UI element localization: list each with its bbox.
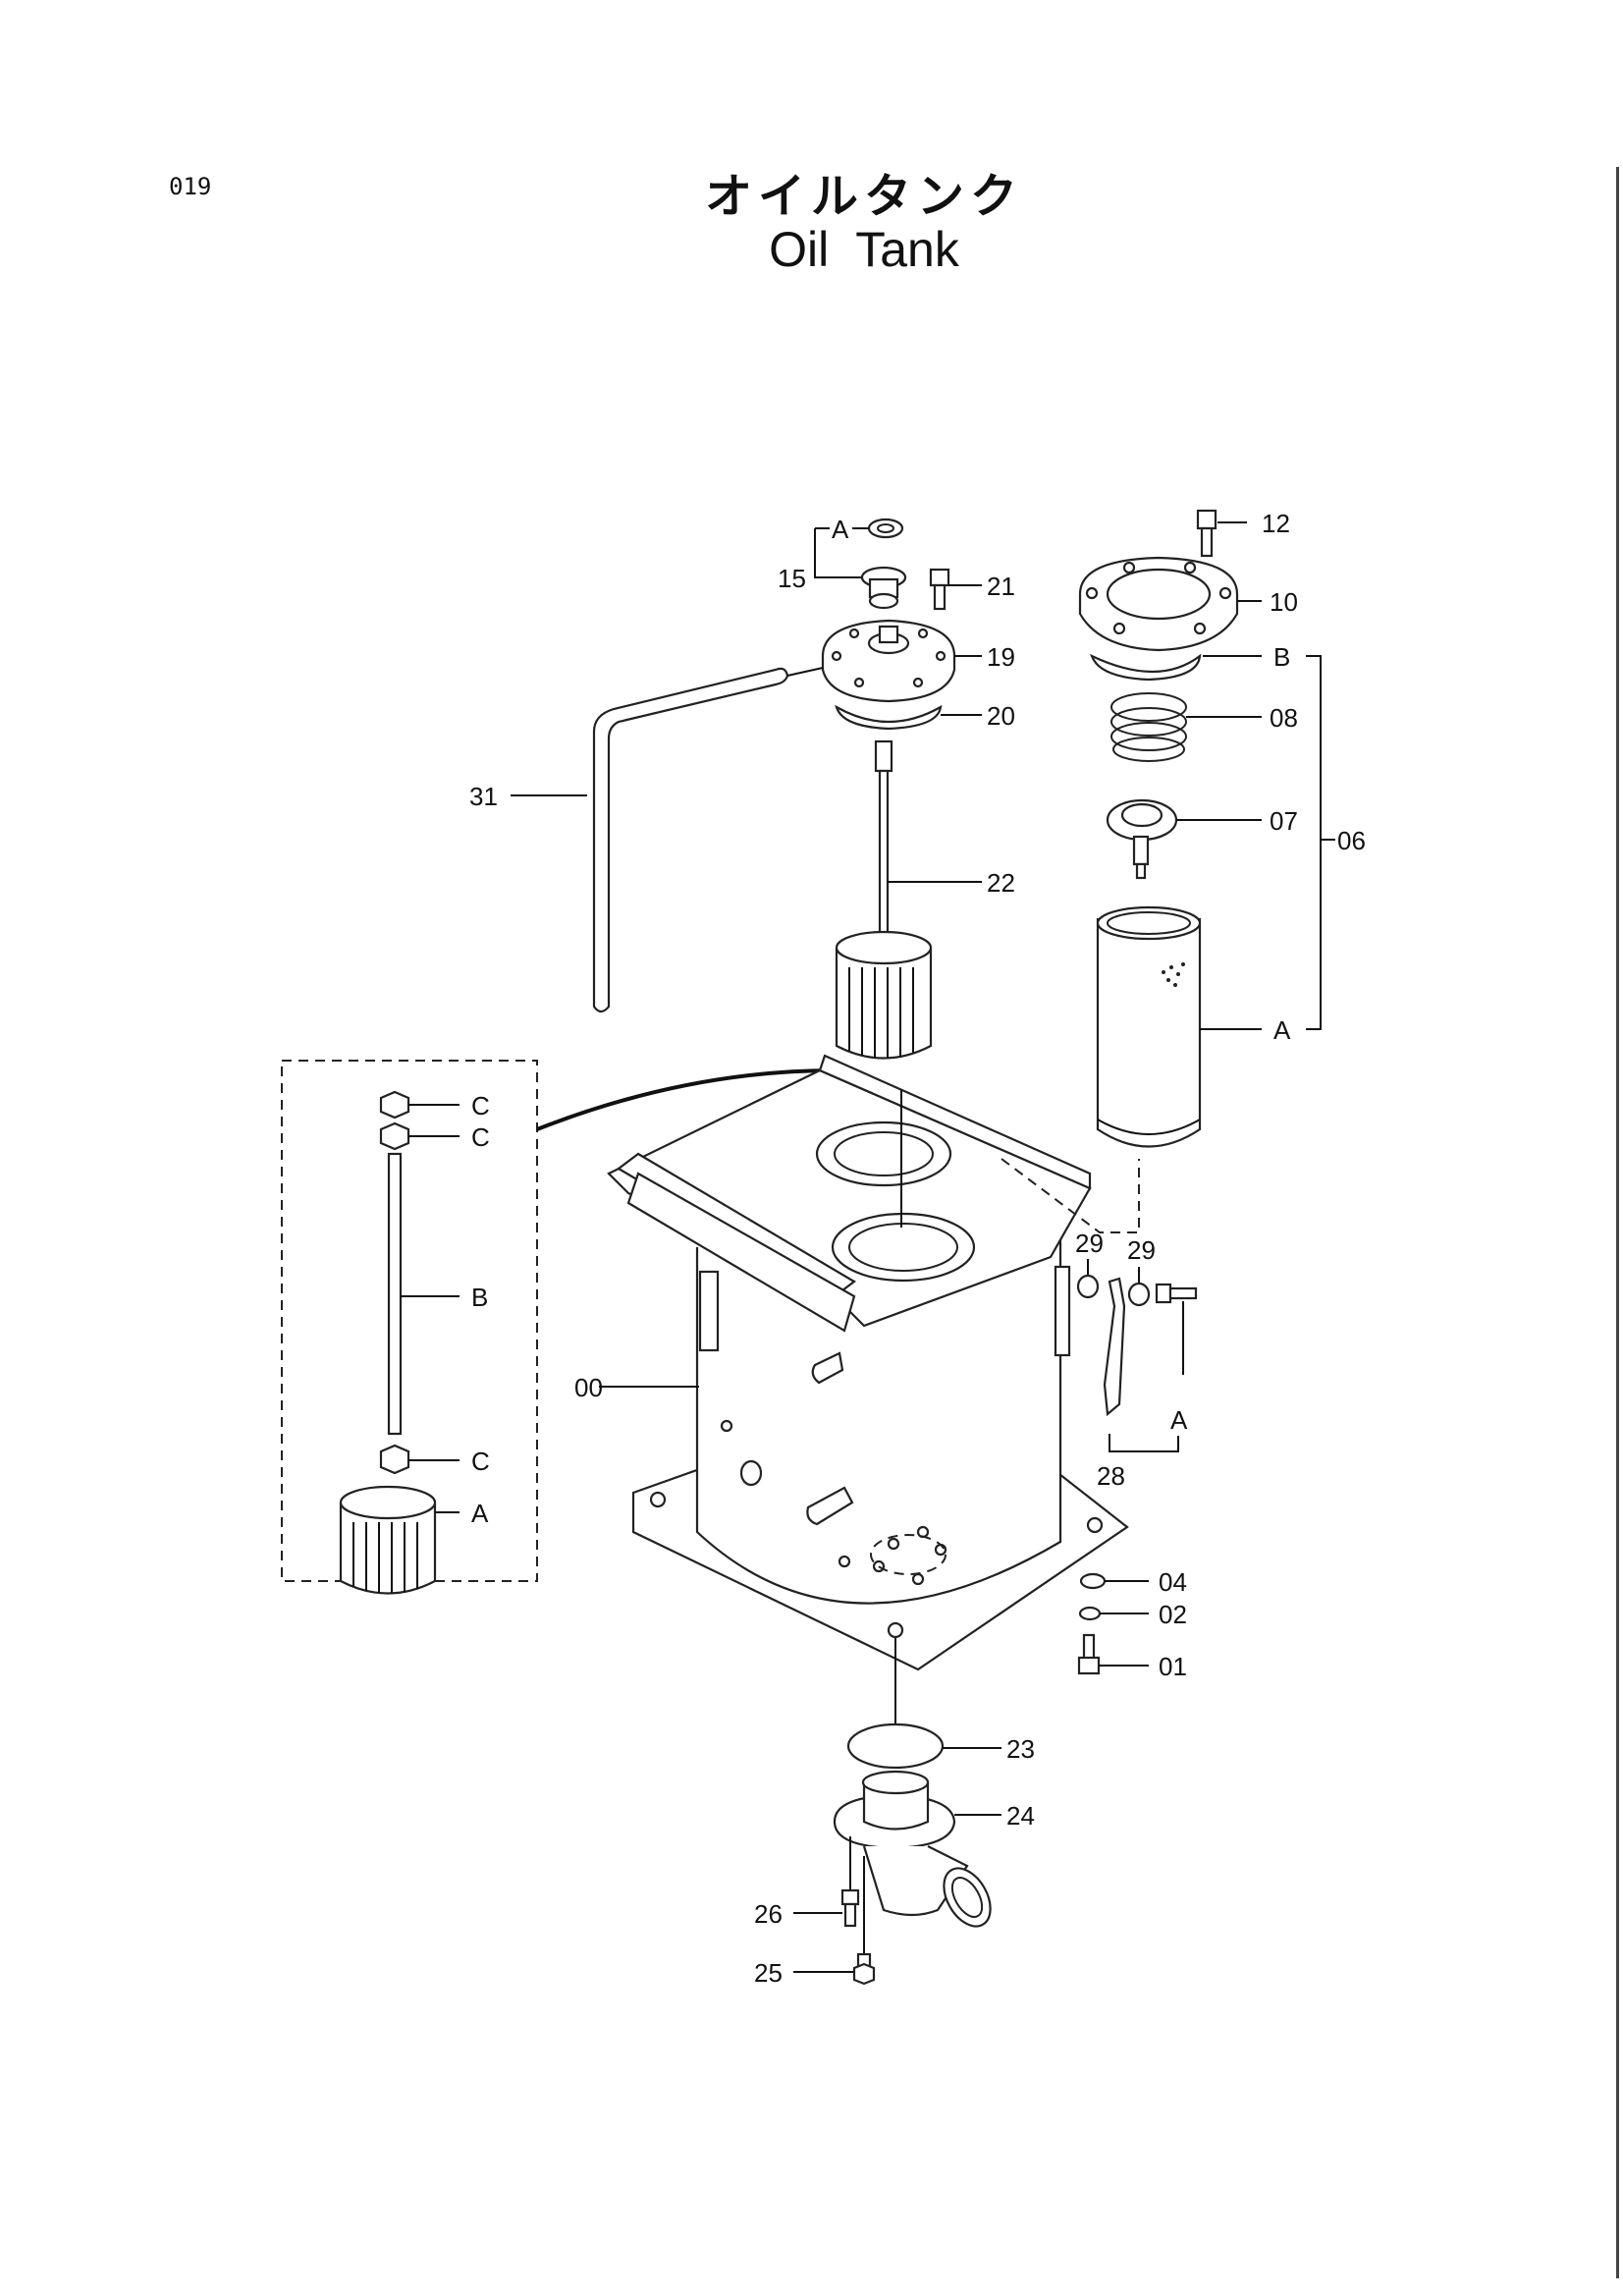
part-12-bolt bbox=[1196, 509, 1247, 558]
callout-25: 25 bbox=[754, 1958, 783, 1988]
callout-21: 21 bbox=[987, 572, 1015, 601]
part-00-oil-tank-body bbox=[599, 1054, 1140, 1671]
part-20-gasket bbox=[835, 704, 982, 731]
callout-23: 23 bbox=[1006, 1734, 1035, 1764]
part-A-oring-top bbox=[814, 518, 904, 578]
page-title-japanese: オイルタンク bbox=[704, 169, 1023, 224]
part-B-gasket-right bbox=[1090, 653, 1262, 682]
part-02-spring-washer bbox=[1078, 1606, 1149, 1621]
part-10-flange-cover bbox=[1078, 556, 1262, 652]
part-01-bolt bbox=[1077, 1633, 1149, 1675]
part-15-breather-cap bbox=[825, 566, 907, 610]
callout-A-bracket: A bbox=[1170, 1405, 1188, 1435]
strainer-element bbox=[835, 930, 933, 1060]
callout-00: 00 bbox=[574, 1373, 603, 1402]
part-21-bolt bbox=[929, 568, 982, 611]
inset-callout-B: B bbox=[471, 1283, 488, 1312]
callout-24: 24 bbox=[1006, 1801, 1035, 1831]
callout-04: 04 bbox=[1159, 1567, 1187, 1597]
callout-06: 06 bbox=[1337, 826, 1366, 855]
callout-26: 26 bbox=[754, 1899, 783, 1929]
inset-callout-C3: C bbox=[471, 1447, 490, 1476]
callout-22: 22 bbox=[987, 868, 1015, 898]
callout-08: 08 bbox=[1270, 703, 1298, 733]
part-04-washer bbox=[1079, 1572, 1149, 1590]
bolt-A-hardware bbox=[1109, 1283, 1198, 1452]
callout-A-right: A bbox=[1273, 1015, 1291, 1045]
inset-callout-C2: C bbox=[471, 1122, 490, 1152]
callout-B-right: B bbox=[1273, 642, 1290, 672]
page-number: 019 bbox=[169, 173, 212, 200]
page-title-english: Oil Tank bbox=[769, 222, 959, 277]
callout-29-right: 29 bbox=[1127, 1235, 1156, 1265]
callout-12: 12 bbox=[1262, 509, 1290, 538]
part-08-spring bbox=[1110, 692, 1262, 762]
callout-10: 10 bbox=[1270, 587, 1298, 617]
callout-01: 01 bbox=[1159, 1652, 1187, 1681]
part-29-nut-left bbox=[1076, 1259, 1100, 1299]
part-25-plug bbox=[793, 1856, 876, 1986]
part-07-valve bbox=[1106, 798, 1262, 880]
part-29-nut-right bbox=[1127, 1267, 1151, 1307]
callout-02: 02 bbox=[1159, 1600, 1187, 1629]
part-A-filter-element bbox=[1096, 905, 1262, 1148]
callout-15: 15 bbox=[778, 564, 806, 593]
callout-07: 07 bbox=[1270, 806, 1298, 836]
callout-19: 19 bbox=[987, 642, 1015, 672]
inset-detail-box bbox=[281, 1060, 836, 1595]
inset-callout-C1: C bbox=[471, 1091, 490, 1121]
part-23-gasket bbox=[846, 1638, 1001, 1770]
callout-28: 28 bbox=[1097, 1461, 1125, 1491]
part-19-cover-plate bbox=[821, 619, 982, 703]
part-26-bolt bbox=[793, 1836, 860, 1928]
callout-20: 20 bbox=[987, 701, 1015, 731]
part-24-suction-elbow bbox=[833, 1770, 1001, 1928]
inset-callout-A: A bbox=[471, 1499, 489, 1528]
callout-A-top: A bbox=[832, 515, 849, 544]
bracket-06 bbox=[1306, 655, 1335, 1030]
scan-edge-line bbox=[1616, 167, 1619, 2278]
callout-31: 31 bbox=[469, 782, 498, 811]
part-28-stay bbox=[1103, 1277, 1126, 1417]
part-31-breather-pipe bbox=[511, 667, 824, 1013]
callout-29-left: 29 bbox=[1075, 1229, 1104, 1258]
